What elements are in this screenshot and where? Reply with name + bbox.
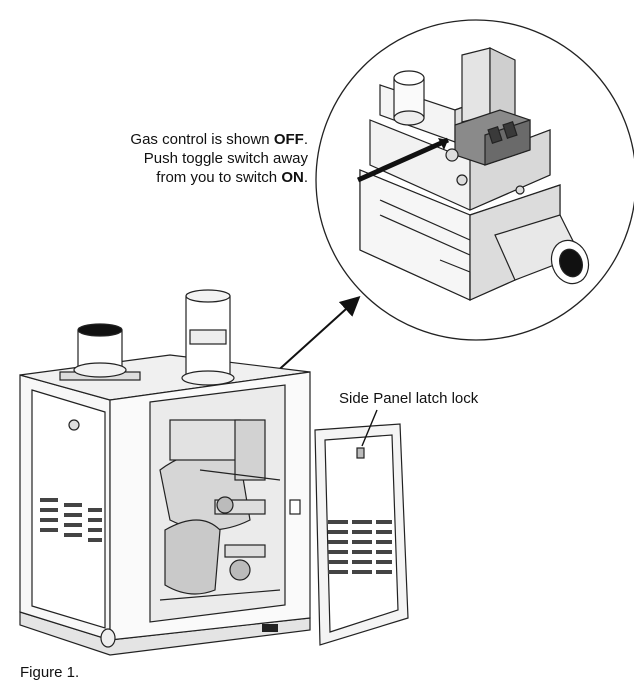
- side-panel-door: [314, 409, 409, 646]
- figure-caption: Figure 1.: [20, 664, 80, 681]
- side-panel-latch-label: Side Panel latch lock: [339, 390, 479, 407]
- gas-note-line-3: from you to switch ON.: [60, 168, 308, 187]
- gas-control-note: Gas control is shown OFF. Push toggle sw…: [60, 130, 308, 187]
- gas-control-zoom: [315, 19, 634, 341]
- gas-note-text: from you to switch: [156, 169, 282, 186]
- gas-note-line-1: Gas control is shown OFF.: [60, 130, 308, 149]
- gas-note-period: .: [303, 169, 308, 186]
- gas-note-text: Gas control is shown: [130, 131, 274, 148]
- on-keyword: ON: [281, 169, 304, 186]
- gas-note-period: .: [303, 131, 308, 148]
- off-keyword: OFF: [273, 131, 304, 148]
- heater-unit: [19, 289, 311, 656]
- gas-note-line-2: Push toggle switch away: [143, 150, 308, 167]
